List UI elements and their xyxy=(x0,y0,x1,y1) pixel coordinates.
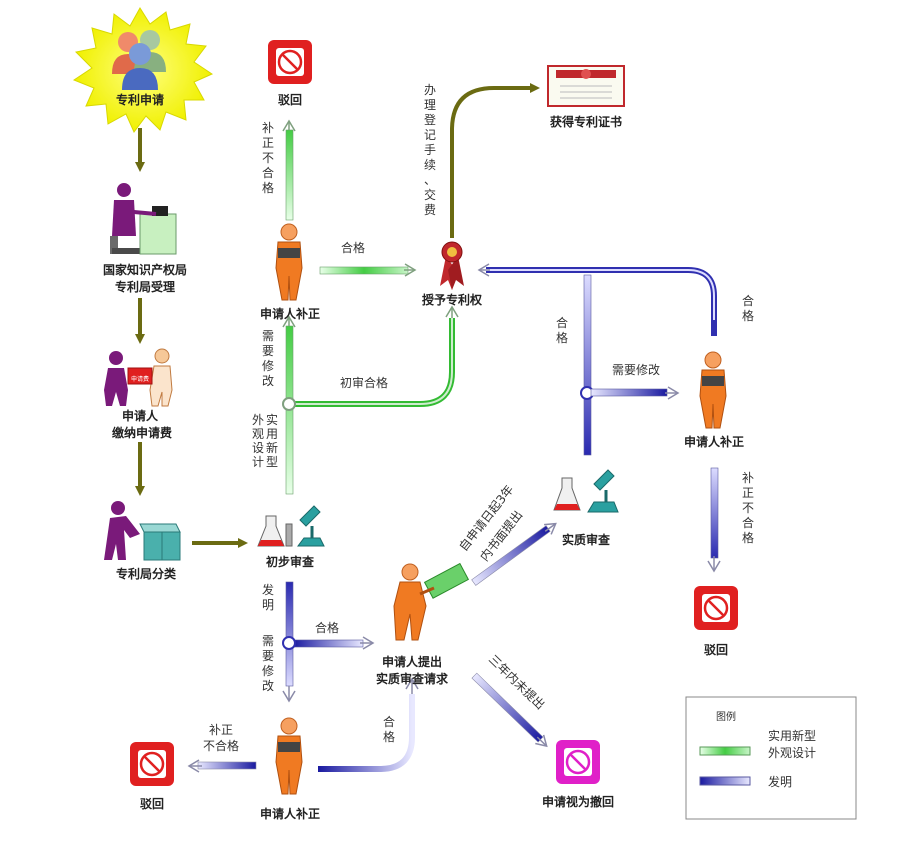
legend-title: 图例 xyxy=(716,710,736,723)
classify-label: 专利局分类 xyxy=(116,566,177,581)
apply-label: 专利申请 xyxy=(116,92,164,107)
node-withdrawn: 申请视为撤回 xyxy=(542,740,614,809)
node-reject-right: 驳回 xyxy=(694,586,738,657)
person-with-document-icon xyxy=(393,562,470,641)
node-request: 申请人提出 实质审查请求 xyxy=(376,562,470,686)
edge-subst-need-fix xyxy=(590,388,668,397)
people-icon xyxy=(112,30,166,90)
edge-label-subst-need-fix: 需要修改 xyxy=(612,362,660,377)
node-fee: 申请费 申请人 缴纳申请费 xyxy=(104,348,173,440)
edge-label-need-fix-bottom: 需要修改 xyxy=(262,634,274,693)
edge-bottom-fail xyxy=(197,761,257,770)
handover-icon: 申请费 xyxy=(104,348,173,407)
supplement-top-label: 申请人补正 xyxy=(260,306,320,321)
lab-flask-microscope-icon xyxy=(257,505,325,547)
withdrawn-label: 申请视为撤回 xyxy=(542,794,614,809)
node-reject-bottom: 驳回 xyxy=(130,742,174,811)
edge-blue-bottom-pass xyxy=(318,694,415,772)
node-grant: 授予专利权 xyxy=(422,241,483,307)
node-apply: 专利申请 xyxy=(72,7,214,133)
reject-bottom-label: 驳回 xyxy=(140,797,164,811)
legend-blue-swatch xyxy=(699,776,751,786)
junction-blue-prelim xyxy=(282,636,296,650)
clerk-desk-icon xyxy=(110,183,177,255)
edge-green-prelim-pass xyxy=(293,318,455,407)
edge-label-right-pass: 合格 xyxy=(742,293,754,323)
edge-label-utility-design: 实用新型外观设计 xyxy=(252,412,278,469)
edge-green-up-reject xyxy=(285,129,294,221)
request-label-1: 申请人提出 xyxy=(382,654,442,669)
substantive-label: 实质审查 xyxy=(562,532,611,547)
legend-green-label-1: 实用新型 xyxy=(768,728,816,743)
edge-label-need-fix-top: 需要修改 xyxy=(262,329,274,388)
reject-right-label: 驳回 xyxy=(704,643,728,657)
edge-label-cert-procedure: 办理登记手续、交费 xyxy=(424,82,436,217)
award-ribbon-icon xyxy=(440,241,464,290)
node-reject-top: 驳回 xyxy=(268,40,312,107)
node-supplement-top: 申请人补正 xyxy=(260,223,320,321)
edge-blue-vertical xyxy=(285,581,294,687)
edge-label-right-fail: 补正不合格 xyxy=(742,471,754,545)
legend-box xyxy=(685,696,857,820)
supplement-right-label: 申请人补正 xyxy=(684,434,744,449)
grant-label: 授予专利权 xyxy=(422,292,483,307)
node-supplement-bottom: 申请人补正 xyxy=(260,717,320,821)
office-label-1: 国家知识产权局 xyxy=(103,262,187,277)
supplement-bottom-label: 申请人补正 xyxy=(260,806,320,821)
edge-grant-certificate xyxy=(450,83,540,238)
edge-subst-vertical xyxy=(583,274,592,456)
edge-label-bottom-fail-2: 不合格 xyxy=(203,738,239,753)
node-office: 国家知识产权局 专利局受理 xyxy=(103,183,187,294)
person-with-book-icon xyxy=(275,717,303,795)
edge-label-bottom-pass: 合格 xyxy=(315,620,339,635)
person-with-book-icon xyxy=(699,351,727,429)
edge-label-top-fail: 补正不合格 xyxy=(262,121,274,195)
edge-label-subst-pass: 合格 xyxy=(556,315,568,345)
fee-label-1: 申请人 xyxy=(122,408,159,423)
edge-green-pass xyxy=(319,266,409,275)
reject-top-label: 驳回 xyxy=(278,93,302,107)
edge-blue-pass xyxy=(292,639,364,648)
legend: 图例 实用新型 外观设计 发明 xyxy=(685,696,857,820)
person-with-book-icon xyxy=(275,223,303,301)
edge-label-prelim-pass: 初审合格 xyxy=(340,375,388,390)
edges xyxy=(135,83,721,773)
edge-labels: 办理登记手续、交费 合格 补正不合格 需要修改 实用新型外观设计 初审合格 发明… xyxy=(203,82,754,753)
edge-right-fail xyxy=(710,467,719,559)
legend-blue-label: 发明 xyxy=(768,774,792,789)
certificate-icon xyxy=(547,65,625,107)
node-classify: 专利局分类 xyxy=(104,501,181,581)
edge-label-not-within-3y: 三年内未提出 xyxy=(486,651,548,712)
legend-green-swatch xyxy=(699,746,751,756)
edge-within-3y xyxy=(471,522,557,586)
office-label-2: 专利局受理 xyxy=(115,279,175,294)
node-substantive: 实质审查 xyxy=(553,469,619,547)
edge-not-within-3y xyxy=(471,672,548,748)
node-certificate: 获得专利证书 xyxy=(547,65,625,129)
edge-right-pass xyxy=(486,267,717,336)
edge-label-bottom-fail-1: 补正 xyxy=(209,723,233,737)
edge-label-top-pass: 合格 xyxy=(341,240,365,255)
lab-flask-microscope-icon xyxy=(553,469,619,513)
legend-green-label-2: 外观设计 xyxy=(768,746,816,760)
box-worker-icon xyxy=(104,501,181,561)
junction-green xyxy=(282,397,296,411)
fee-label-2: 缴纳申请费 xyxy=(112,425,172,440)
node-supplement-right: 申请人补正 xyxy=(684,351,744,449)
certificate-label: 获得专利证书 xyxy=(549,114,622,129)
fee-paper-label: 申请费 xyxy=(131,375,149,383)
node-prelim: 初步审查 xyxy=(257,505,325,569)
request-label-2: 实质审查请求 xyxy=(376,671,449,686)
edge-label-bottom-pass-up: 合格 xyxy=(383,714,395,744)
edge-label-invention: 发明 xyxy=(262,582,274,612)
prelim-label: 初步审查 xyxy=(266,554,315,569)
